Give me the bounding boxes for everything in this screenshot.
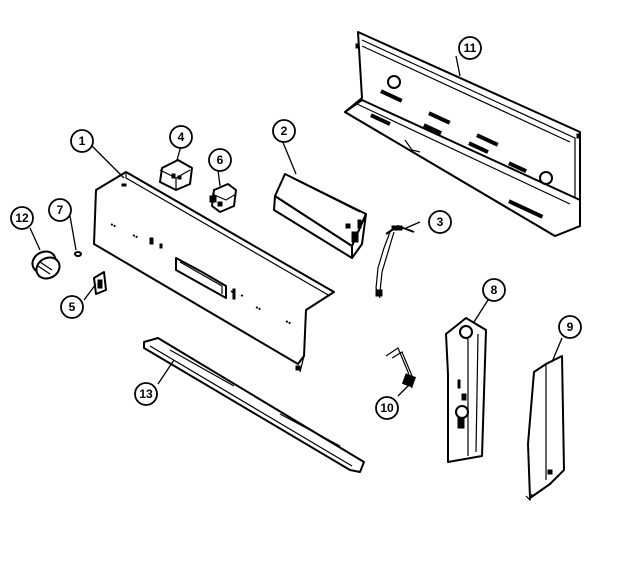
svg-text:▪▪: ▪▪ (254, 304, 262, 312)
callout-10: 10 (375, 396, 399, 420)
svg-text:▪▪: ▪▪ (131, 232, 139, 240)
callout-1-label: 1 (79, 134, 86, 148)
part-8-side-bracket (445, 317, 487, 463)
callout-3-label: 3 (437, 215, 444, 229)
callout-2: 2 (272, 119, 296, 143)
callout-12: 12 (10, 206, 34, 230)
callout-13-label: 13 (139, 387, 153, 401)
callout-8: 8 (482, 278, 506, 302)
callout-4-label: 4 (178, 130, 185, 144)
part-7-clip (74, 251, 82, 257)
callout-9: 9 (558, 315, 582, 339)
part-2-control-module (273, 173, 367, 259)
callout-3: 3 (428, 210, 452, 234)
leader-lines (29, 55, 563, 397)
callout-10-label: 10 (380, 401, 394, 415)
svg-text:▪▪: ▪▪ (284, 318, 292, 326)
callout-4: 4 (169, 125, 193, 149)
callout-9-label: 9 (567, 320, 574, 334)
callout-6: 6 (208, 148, 232, 172)
part-1-control-panel: ▪▪ ▪▪ ▪ ▪ ▪▪ ▪▪ (93, 171, 335, 373)
callout-6-label: 6 (217, 153, 224, 167)
part-5-knob-insert (93, 271, 107, 295)
part-13-trim-strip (143, 337, 365, 473)
callout-5: 5 (60, 295, 84, 319)
callout-12-label: 12 (15, 211, 29, 225)
part-3-wire-harness (375, 225, 415, 299)
callout-7-label: 7 (57, 203, 64, 217)
part-10-bracket-clip (385, 347, 417, 389)
callout-1: 1 (70, 129, 94, 153)
svg-text:▪: ▪ (229, 288, 234, 295)
part-6-rocker-switch (209, 183, 237, 213)
callout-7: 7 (48, 198, 72, 222)
svg-text:▪: ▪ (239, 292, 244, 299)
part-9-side-panel (525, 355, 565, 502)
callout-5-label: 5 (69, 300, 76, 314)
part-12-knob (31, 250, 61, 280)
callout-11-label: 11 (464, 41, 477, 55)
part-4-switch (159, 159, 193, 191)
callout-13: 13 (134, 382, 158, 406)
callout-11: 11 (458, 36, 482, 60)
callout-8-label: 8 (491, 283, 498, 297)
svg-text:▪▪: ▪▪ (109, 221, 117, 229)
callout-2-label: 2 (281, 124, 288, 138)
part-11-rear-panel (344, 31, 581, 237)
